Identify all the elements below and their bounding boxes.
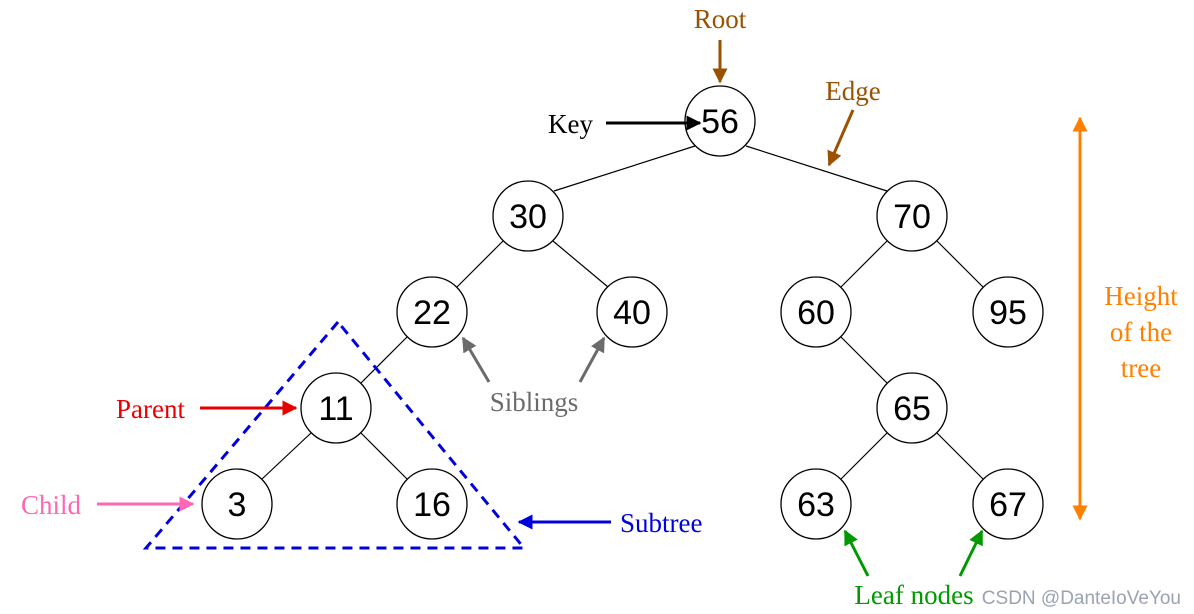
- node-60: 60: [780, 276, 852, 348]
- node-value: 65: [893, 390, 931, 428]
- root-label: Root: [694, 4, 747, 34]
- siblings-arrow-right: [578, 336, 606, 383]
- node-63: 63: [780, 468, 852, 540]
- leaf-nodes-label: Leaf nodes: [854, 580, 973, 610]
- node-30: 30: [492, 180, 564, 252]
- node-value: 3: [228, 486, 247, 524]
- subtree-label: Subtree: [620, 508, 702, 538]
- edge-arrow: [827, 109, 855, 167]
- edge-22-11: [360, 336, 408, 384]
- edge-56-30: [553, 145, 696, 192]
- siblings-label: Siblings: [490, 387, 579, 417]
- node-value: 16: [413, 486, 451, 524]
- edge-70-95: [936, 240, 984, 288]
- node-value: 60: [797, 294, 835, 332]
- node-value: 11: [318, 390, 353, 428]
- leaf-arrow-left: [843, 529, 870, 577]
- node-40: 40: [596, 276, 668, 348]
- node-70: 70: [876, 180, 948, 252]
- node-value: 40: [613, 294, 651, 332]
- watermark: CSDN @DanteIoVeYou: [982, 588, 1181, 609]
- node-67: 67: [972, 468, 1044, 540]
- node-16: 16: [396, 468, 468, 540]
- edge-60-65: [840, 336, 888, 384]
- node-11: 11: [300, 372, 372, 444]
- leaf-arrow-right: [958, 529, 984, 577]
- child-label: Child: [21, 490, 82, 520]
- tree-edges: [261, 145, 984, 480]
- edge-30-22: [456, 240, 504, 288]
- node-value: 63: [797, 486, 835, 524]
- node-3: 3: [201, 468, 273, 540]
- node-value: 22: [413, 294, 451, 332]
- height-label-line2: of the: [1110, 317, 1172, 347]
- subtree-triangle: [142, 319, 528, 550]
- edge-65-67: [936, 432, 984, 480]
- node-95: 95: [972, 276, 1044, 348]
- node-value: 30: [509, 198, 547, 236]
- edge-11-3: [261, 432, 312, 480]
- height-label-line3: tree: [1121, 353, 1161, 383]
- node-value: 56: [701, 103, 739, 141]
- edge-56-70: [745, 145, 888, 192]
- height-label-line1: Height: [1104, 281, 1178, 311]
- node-22: 22: [396, 276, 468, 348]
- edge-label: Edge: [825, 76, 880, 106]
- node-value: 67: [989, 486, 1027, 524]
- parent-label: Parent: [116, 394, 185, 424]
- node-value: 95: [989, 294, 1027, 332]
- edge-70-60: [840, 240, 888, 288]
- siblings-arrow-left: [461, 336, 491, 383]
- node-65: 65: [876, 372, 948, 444]
- node-root: 56: [684, 85, 756, 157]
- edge-30-40: [552, 240, 609, 288]
- node-value: 70: [893, 198, 931, 236]
- key-label: Key: [548, 109, 593, 139]
- edge-11-16: [360, 432, 408, 480]
- edge-65-63: [840, 432, 888, 480]
